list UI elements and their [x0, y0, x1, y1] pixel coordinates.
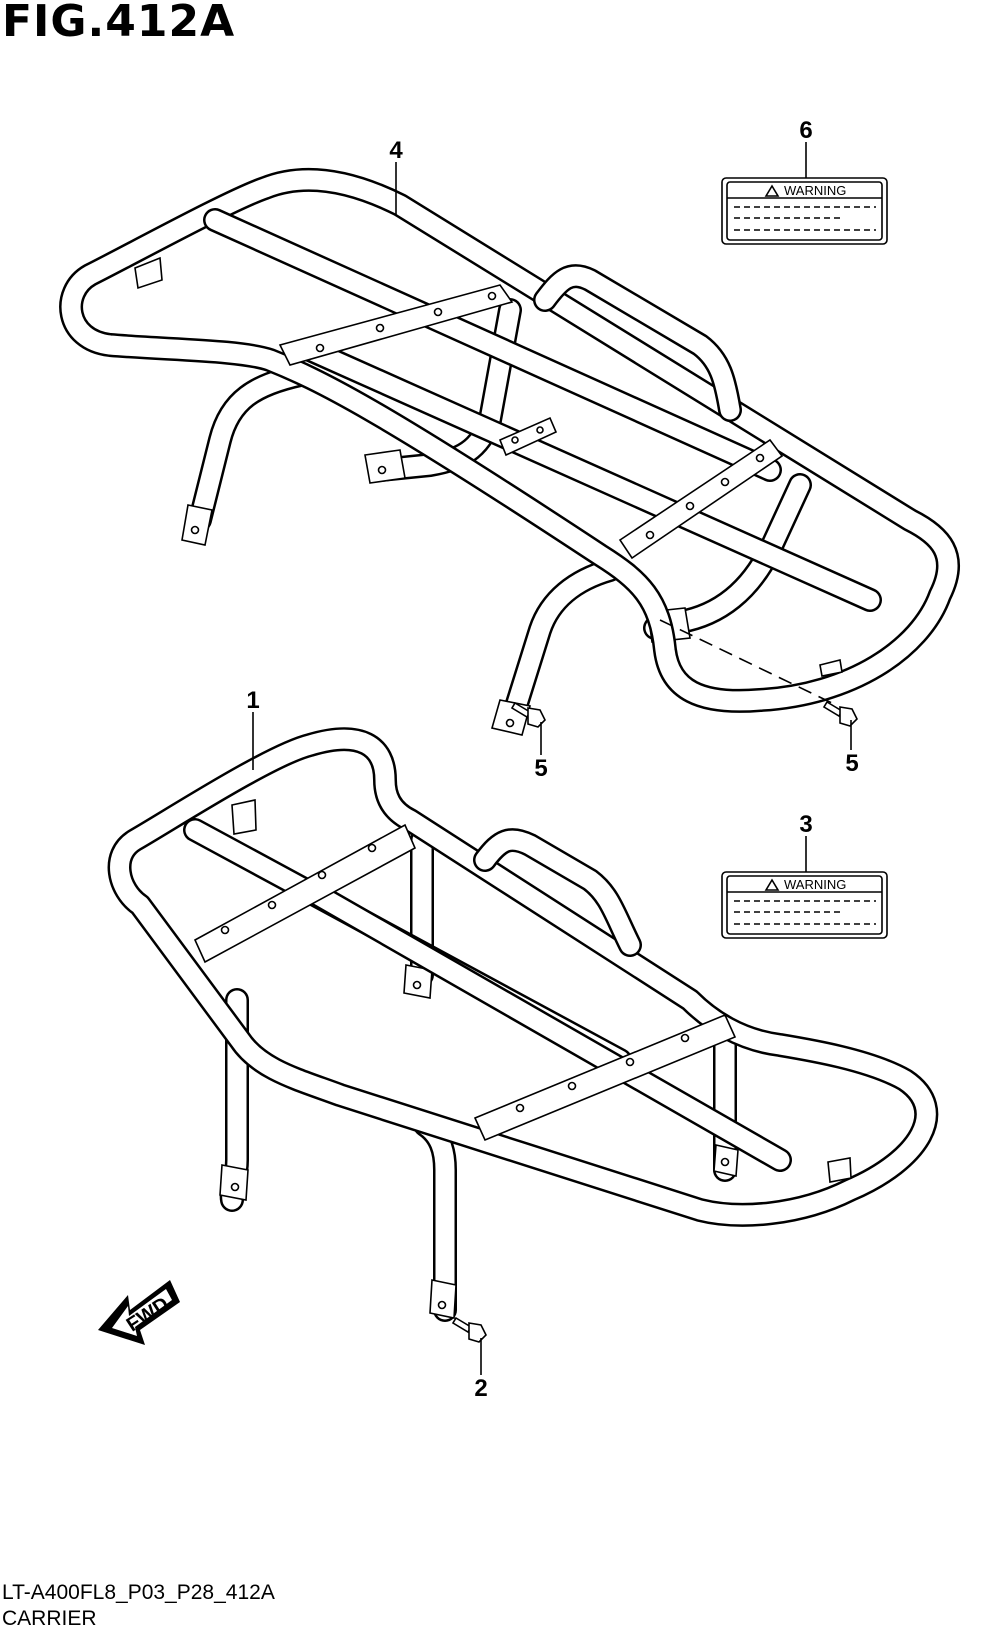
fwd-arrow-icon: FWD — [98, 1280, 180, 1345]
warning-label-lower-text: WARNING — [784, 877, 846, 892]
warning-label-lower: WARNING — [721, 871, 888, 939]
callout-4: 4 — [389, 137, 403, 164]
callout-3: 3 — [799, 811, 812, 838]
figure-title: FIG.412A — [2, 0, 236, 47]
figure-code: LT-A400FL8_P03_P28_412A — [2, 1581, 275, 1604]
callout-5-left: 5 — [534, 755, 547, 782]
callout-5-right: 5 — [845, 750, 858, 777]
upper-carrier — [59, 167, 961, 736]
callout-6: 6 — [799, 117, 812, 144]
warning-label-upper-text: WARNING — [784, 183, 846, 198]
callout-2: 2 — [474, 1375, 487, 1402]
lower-carrier — [107, 727, 939, 1322]
callout-1: 1 — [246, 687, 259, 714]
figure-name: CARRIER — [2, 1607, 97, 1630]
screw-5-right — [822, 700, 858, 727]
warning-label-upper: WARNING — [721, 177, 888, 245]
screw-2 — [451, 1316, 487, 1343]
